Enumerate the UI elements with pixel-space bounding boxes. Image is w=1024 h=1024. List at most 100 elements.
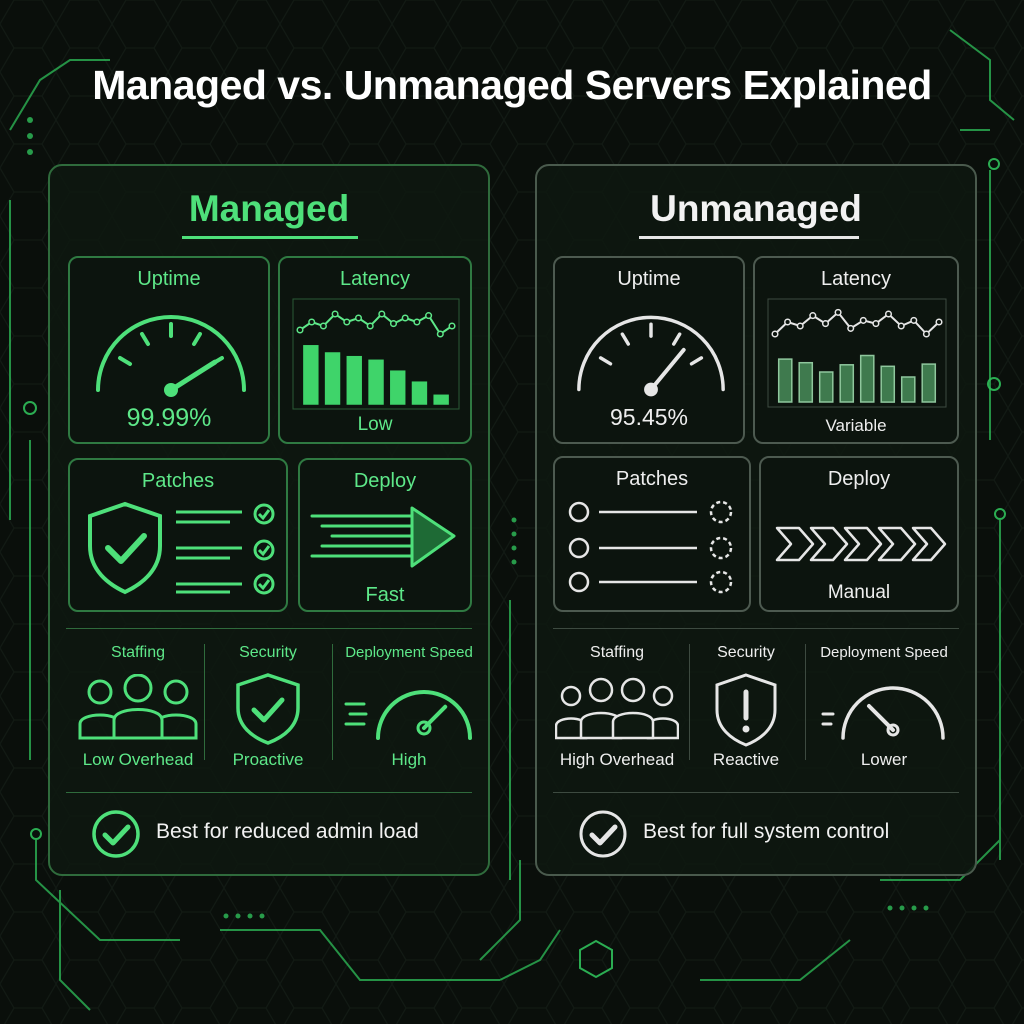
deploy-value: Manual: [827, 582, 891, 603]
latency-point: [343, 318, 351, 326]
deployment-speed-value: High: [391, 750, 427, 769]
managed-patches-card: Patches: [68, 458, 288, 612]
latency-point: [354, 314, 363, 322]
unmanaged-latency-card: Latency Variable: [753, 256, 959, 444]
staffing-value: Low Overhead: [82, 750, 194, 769]
divider: [805, 644, 806, 760]
latency-point: [308, 318, 316, 326]
divider: [553, 792, 959, 793]
latency-bar: [798, 361, 814, 403]
divider: [332, 644, 333, 760]
uptime-gauge-needle: [168, 359, 218, 393]
best-for-text: Best for full system control: [643, 820, 890, 843]
latency-point: [448, 322, 456, 330]
latency-bar: [921, 363, 937, 403]
latency-point: [796, 322, 804, 330]
speed-gauge-needle: [422, 704, 448, 730]
page-title: Managed vs. Unmanaged Servers Explained: [92, 62, 932, 108]
latency-point: [821, 320, 830, 328]
latency-point: [771, 330, 779, 338]
latency-point: [296, 326, 304, 334]
latency-bar: [303, 345, 319, 405]
shield-check-icon: [236, 673, 300, 745]
uptime-gauge-needle: [649, 347, 686, 392]
latency-value: Variable: [825, 416, 887, 435]
fast-arrow-icon: [310, 506, 456, 568]
latency-point: [834, 308, 842, 316]
staffing-label: Staffing: [111, 644, 165, 661]
latency-point: [859, 316, 867, 324]
latency-point: [413, 318, 421, 326]
latency-point: [847, 324, 855, 332]
divider: [204, 644, 205, 760]
chevron-steps-icon: [775, 526, 947, 562]
latency-bar: [346, 355, 362, 405]
uptime-value: 99.99%: [126, 404, 212, 432]
managed-heading-underline: [182, 236, 358, 239]
latency-bar: [777, 358, 793, 403]
latency-point: [884, 310, 893, 318]
latency-bar: [433, 394, 449, 405]
latency-point: [389, 320, 398, 328]
latency-bar: [368, 359, 384, 405]
patches-title: Patches: [615, 468, 689, 490]
patch-checklist-icon: [176, 503, 275, 595]
unmanaged-deploy-card: Deploy Manual: [759, 456, 959, 612]
latency-bar: [818, 371, 834, 403]
best-for-text: Best for reduced admin load: [156, 820, 419, 843]
gauge-icon: [577, 315, 725, 397]
uptime-title: Uptime: [137, 268, 201, 290]
gauge-icon: [96, 315, 246, 397]
deploy-title: Deploy: [353, 470, 417, 492]
latency-point: [910, 316, 918, 324]
pending-checklist-icon: [568, 500, 733, 594]
deploy-value: Fast: [365, 584, 405, 606]
latency-point: [784, 318, 792, 326]
managed-latency-card: Latency Low: [278, 256, 472, 444]
shield-check-icon: [88, 501, 162, 595]
speedometer-icon: [344, 690, 472, 740]
unmanaged-patches-card: Patches: [553, 456, 751, 612]
managed-panel: Managed Uptime 99.99% Latency Low Patche…: [48, 164, 490, 876]
latency-point: [319, 322, 327, 330]
latency-mini-chart: [767, 298, 947, 408]
team-icon: [78, 674, 198, 740]
team-icon: [555, 677, 679, 740]
latency-point: [366, 322, 374, 330]
latency-point: [872, 320, 880, 328]
latency-bar: [900, 376, 916, 403]
latency-bar: [411, 381, 428, 405]
uptime-value: 95.45%: [609, 404, 688, 430]
staffing-label: Staffing: [590, 644, 644, 661]
security-value: Proactive: [232, 750, 304, 769]
security-label: Security: [717, 644, 775, 661]
deployment-speed-value: Lower: [860, 750, 908, 769]
latency-point: [425, 312, 433, 320]
speedometer-icon: [821, 686, 945, 740]
latency-point: [935, 318, 943, 326]
latency-point: [897, 322, 905, 330]
check-circle-icon: [92, 810, 140, 858]
divider: [553, 628, 959, 629]
check-circle-icon: [579, 810, 627, 858]
security-label: Security: [239, 644, 297, 661]
divider: [689, 644, 690, 760]
patches-title: Patches: [141, 470, 215, 492]
shield-alert-icon: [715, 673, 777, 747]
latency-point: [331, 310, 339, 318]
latency-bar: [839, 364, 855, 403]
managed-heading: Managed: [188, 188, 350, 229]
latency-title: Latency: [820, 268, 892, 290]
deployment-speed-label: Deployment Speed: [345, 644, 473, 661]
staffing-value: High Overhead: [559, 750, 675, 769]
deployment-speed-label: Deployment Speed: [820, 644, 948, 661]
deploy-title: Deploy: [827, 468, 891, 490]
latency-bar: [324, 352, 341, 405]
unmanaged-heading: Unmanaged: [650, 188, 862, 229]
latency-bar: [390, 370, 406, 405]
managed-deploy-card: Deploy Fast: [298, 458, 472, 612]
latency-title: Latency: [339, 268, 411, 290]
divider: [66, 628, 472, 629]
latency-mini-chart: [292, 298, 460, 410]
unmanaged-heading-underline: [639, 236, 859, 239]
